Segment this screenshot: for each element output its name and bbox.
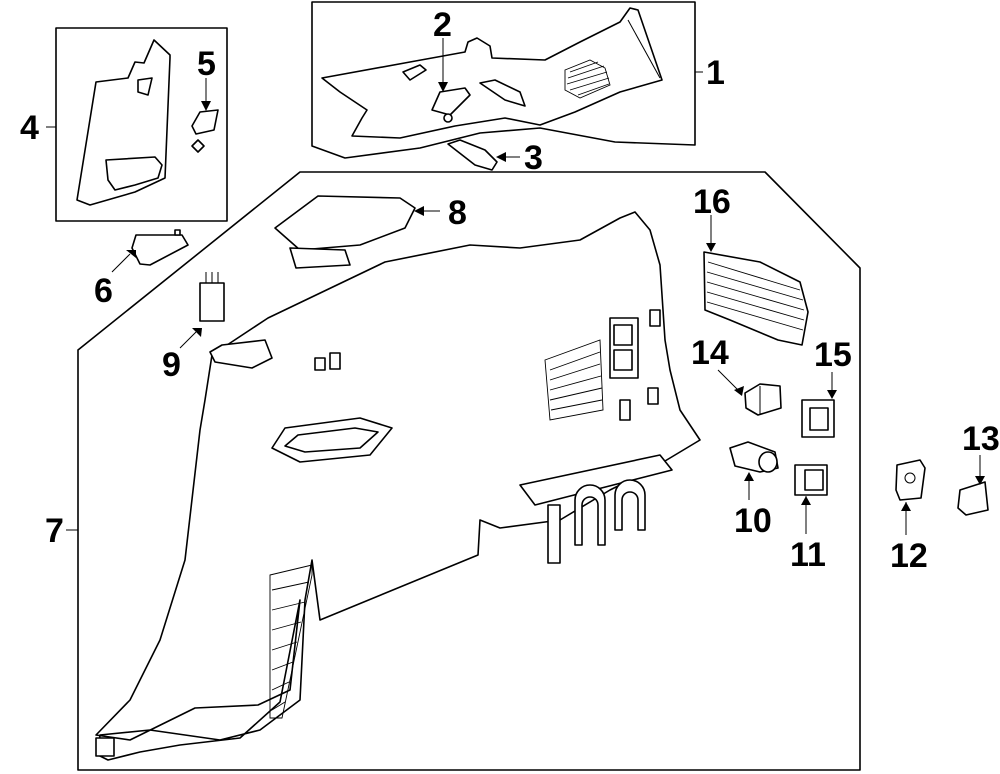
part-2-lamp (431, 87, 471, 123)
callout-1: 1 (706, 54, 725, 92)
part-10-socket (729, 441, 779, 473)
callout-12: 12 (890, 537, 928, 575)
pillar-trim-panel (76, 39, 171, 206)
group-box-4 (46, 27, 228, 222)
part-9-clip (199, 272, 225, 322)
lower-trim-panel (95, 211, 701, 761)
group-box-1 (311, 1, 703, 159)
callout-2: 2 (433, 6, 452, 44)
group-box-7 (66, 171, 861, 771)
part-8-tray (274, 195, 416, 269)
part-14-switch (744, 383, 782, 416)
part-16-grille (703, 251, 809, 346)
callout-labels: 1 2 3 4 5 6 7 8 9 10 11 12 13 14 15 16 (20, 6, 1000, 575)
part-11-bezel (794, 464, 828, 496)
callout-8: 8 (448, 194, 467, 232)
callout-11: 11 (790, 536, 826, 574)
callout-3: 3 (524, 139, 543, 177)
part-3-bezel (447, 139, 498, 171)
upper-trim-panel (321, 7, 663, 139)
callout-13: 13 (962, 420, 1000, 458)
part-13-switch (957, 481, 989, 516)
callout-6: 6 (94, 272, 113, 310)
callout-14: 14 (691, 334, 729, 372)
callout-16: 16 (693, 183, 731, 221)
callout-10: 10 (734, 502, 772, 540)
callout-15: 15 (814, 336, 852, 374)
callout-4: 4 (20, 109, 39, 147)
leader-lines (111, 38, 985, 535)
callout-9: 9 (162, 346, 181, 384)
part-5-lamp (191, 109, 219, 153)
part-6-handle (131, 229, 189, 266)
callout-7: 7 (45, 512, 64, 550)
part-15-bezel (801, 399, 835, 438)
part-12-lens (895, 459, 926, 501)
callout-5: 5 (197, 45, 216, 83)
